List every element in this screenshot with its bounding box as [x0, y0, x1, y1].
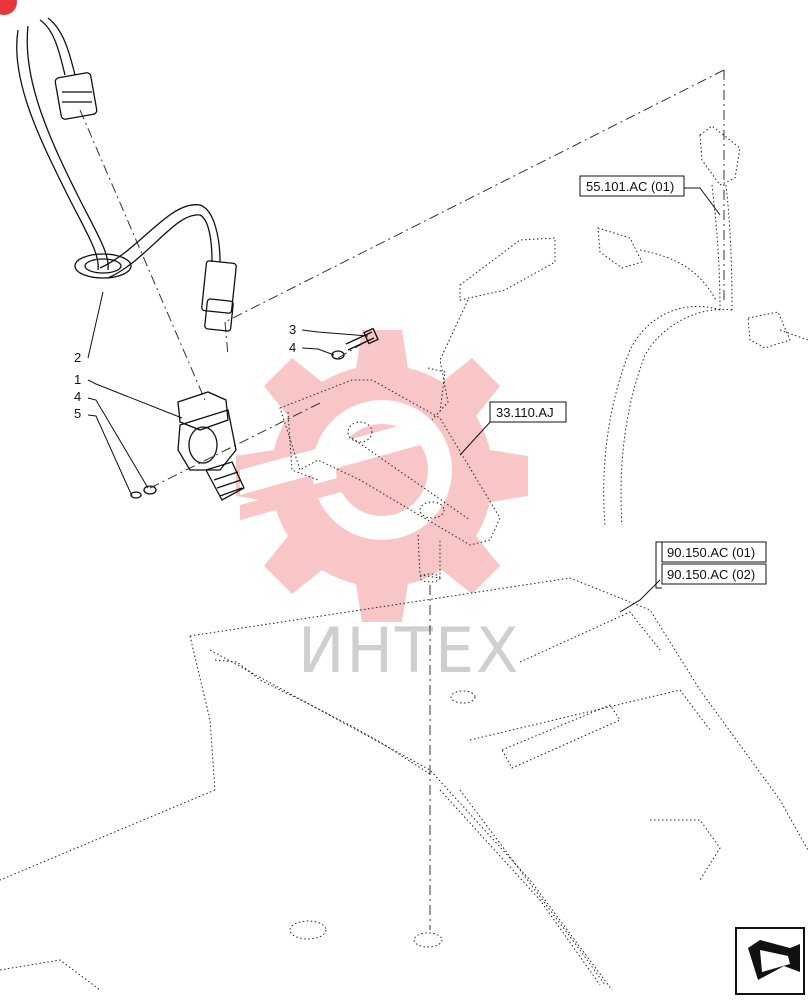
ref-link-cab-top[interactable]: 90.150.AC (01) [661, 541, 767, 563]
callout-4-upper: 4 [289, 340, 296, 355]
callout-3: 3 [289, 322, 296, 337]
ref-link-bracket[interactable]: 33.110.AJ [489, 401, 567, 423]
corner-marker-icon [0, 0, 17, 15]
ref-harness-label[interactable]: 55.101.AC (01) [586, 179, 674, 194]
callout-1: 1 [74, 372, 81, 387]
ref-bracket-label[interactable]: 33.110.AJ [496, 405, 554, 420]
callout-5: 5 [74, 406, 81, 421]
right-wire-harness [597, 125, 808, 526]
ref-link-cab-bottom[interactable]: 90.150.AC (02) [661, 563, 767, 585]
callout-4-lower: 4 [74, 389, 81, 404]
wire-harness [16, 17, 237, 332]
watermark-gear-logo [236, 330, 528, 622]
cab-frame [0, 577, 808, 991]
arrow-return-icon[interactable] [735, 927, 805, 995]
watermark-text: ИНТЕХ [298, 614, 521, 687]
bolt-and-washer [331, 327, 379, 360]
leader-lines [87, 187, 721, 613]
ref-cab-bottom-label[interactable]: 90.150.AC (02) [667, 567, 755, 582]
ref-link-harness[interactable]: 55.101.AC (01) [579, 175, 685, 197]
ref-cab-top-label[interactable]: 90.150.AC (01) [667, 545, 755, 560]
mounting-bracket [279, 237, 556, 583]
callout-2: 2 [74, 350, 81, 365]
sensor-part [130, 391, 245, 501]
